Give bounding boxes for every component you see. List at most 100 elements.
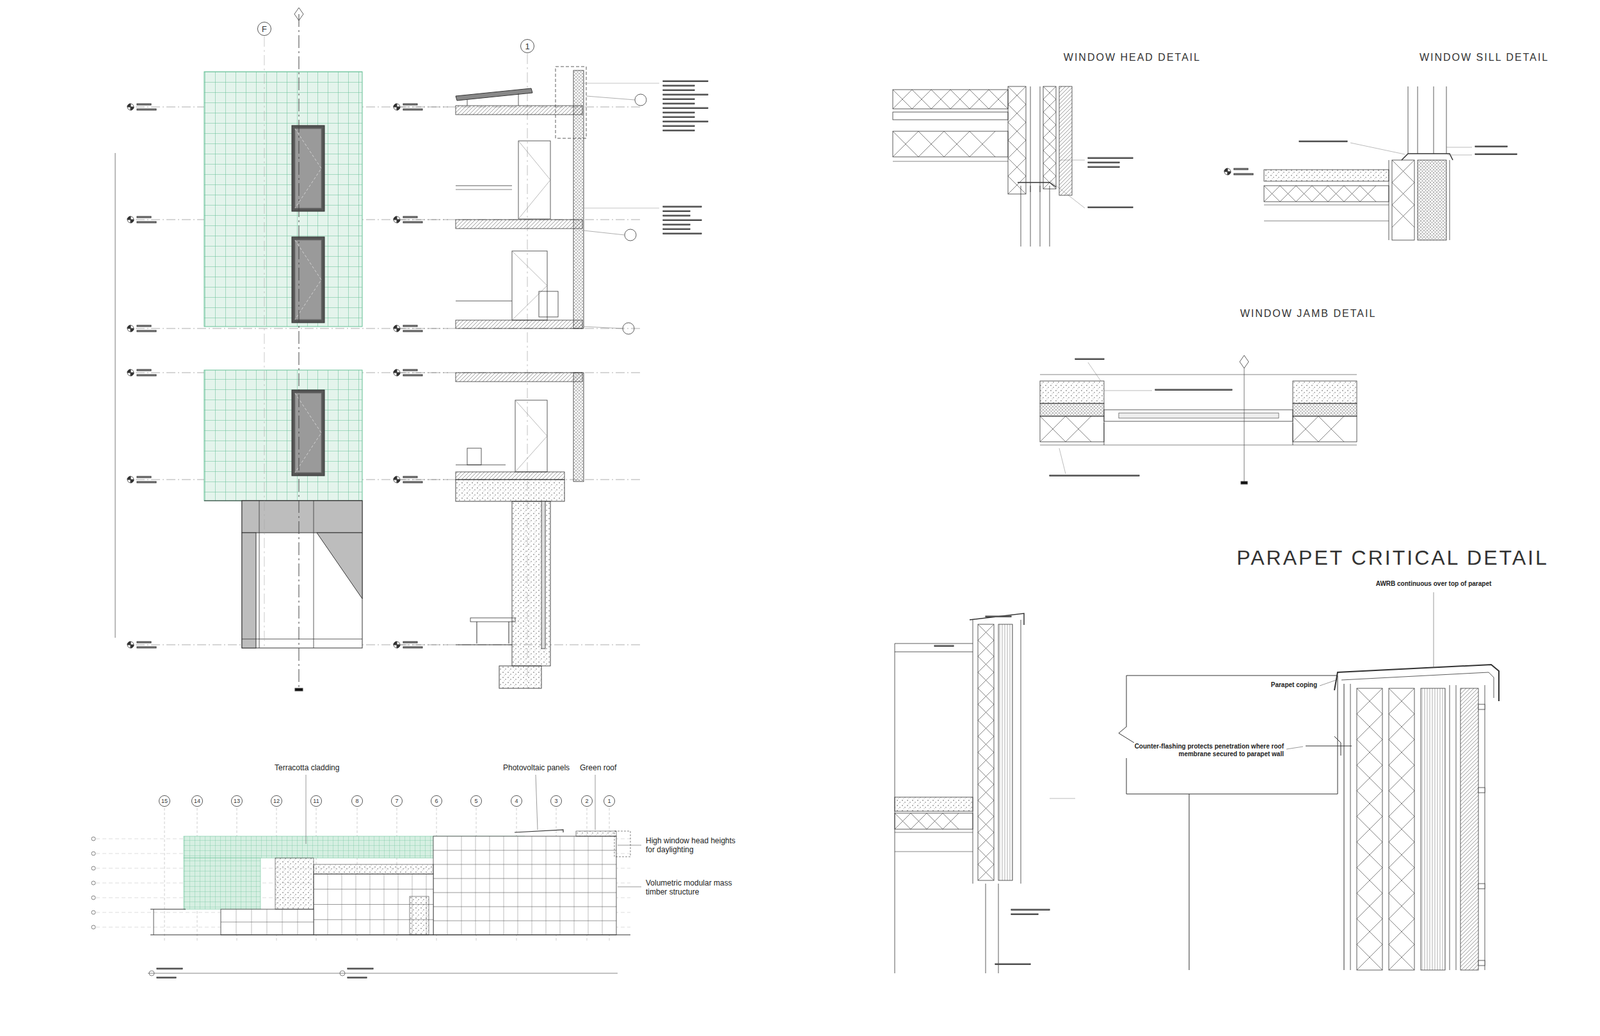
drawing-line [1292,403,1357,416]
insulation [1388,918,1415,944]
window [291,236,325,323]
insulation [977,768,994,784]
door-swing [518,140,551,219]
insulation [1388,713,1415,740]
insulation [977,720,994,736]
insulation [1292,416,1357,442]
annotation: Photovoltaic panels [501,762,571,772]
module-grid [327,873,329,935]
insulation [1356,739,1383,765]
head-flashing [1017,182,1056,187]
floor-slab [455,105,583,115]
chair [467,448,482,465]
grid-bubble: F [257,21,272,36]
note-mark [1155,389,1232,391]
note-mark [663,116,695,118]
drawing-line [467,99,468,106]
drawing-line [1040,403,1104,416]
insulation [1388,892,1415,919]
drawing-line [583,208,660,209]
module-grid [433,864,617,865]
level-marker [1224,168,1228,172]
insulation [969,131,996,157]
insulation [1356,944,1383,970]
insulation [977,704,994,720]
insulation [1328,185,1344,202]
level-tag [403,103,418,105]
floor-slab [455,219,583,229]
level-tag [403,641,418,643]
grid-number: 1 [524,42,530,51]
note-mark [663,107,708,109]
door [518,140,551,219]
note-mark [663,232,702,235]
note-mark [1075,358,1104,360]
insulation [1264,185,1389,202]
drawing-line [1292,422,1294,445]
drawing-line [892,112,1008,120]
drawing-line [1449,684,1451,970]
drawing-line [115,152,116,638]
annotation: AWRB continuous over top of parapet [1374,579,1494,588]
grid-bubble: 2 [581,794,593,807]
drawing-line [894,651,973,653]
note-mark [663,89,695,91]
drawing-line [313,864,434,874]
drawing-line [1040,380,1104,404]
insulation [977,624,994,880]
insulation [894,812,973,829]
note-mark [347,976,367,978]
note-mark [156,967,183,969]
module-grid [282,908,283,935]
grid-number: 12 [273,798,280,804]
level-tag [403,369,418,371]
insulation [1388,841,1415,868]
clip [1478,787,1485,793]
insulation [1356,918,1383,944]
insulation [1356,764,1383,791]
insulation [926,812,943,829]
insulation [1388,816,1415,842]
level-marker [127,103,131,107]
level-tag [403,216,418,218]
note-mark [663,120,708,123]
insulation [1296,185,1312,202]
module-grid [433,878,617,879]
drawing-line [1030,185,1032,247]
drawing-line [985,883,987,973]
insulation [1392,182,1415,205]
table [470,617,516,622]
break-line [1118,675,1135,794]
drawing-line [894,643,973,644]
insulation [1388,790,1415,816]
insulation [950,89,970,109]
grid-number: 15 [161,798,168,804]
note-mark [663,85,695,87]
drawing-line [894,832,973,833]
insulation [988,89,1008,109]
insulation [892,89,912,109]
drawing-line [614,830,631,857]
storefront-shade [316,532,363,599]
note-mark [663,228,690,230]
insulation [1392,160,1415,183]
note-mark [663,215,690,217]
insulation [1264,185,1280,202]
level-marker [130,106,134,111]
grid-bubble: 1 [520,39,535,54]
callout-bubble [624,229,637,241]
level-marker [91,865,96,870]
level-marker [396,106,400,111]
insulation [969,89,989,109]
level-marker [393,369,397,373]
insulation [1356,841,1383,868]
level-marker [396,219,400,223]
leader-line [617,886,642,888]
level-marker [396,328,400,332]
level-tag [403,481,423,483]
insulation [1264,185,1280,202]
drawing-line [455,189,512,191]
grid-number: 3 [554,798,558,804]
grid-bubble: 12 [270,794,283,807]
